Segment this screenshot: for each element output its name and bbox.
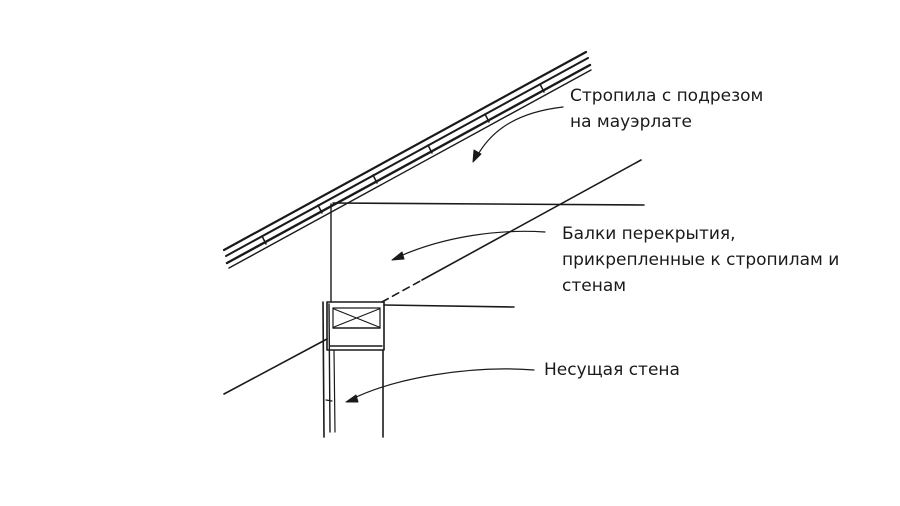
arrowhead-wall (345, 394, 359, 403)
label-rafters: Стропила с подрезом на мауэрлате (570, 83, 763, 135)
label-bearing-wall: Несущая стена (544, 357, 680, 383)
arrowhead-rafters (472, 149, 482, 163)
leader-wall (351, 368, 535, 400)
bearing-wall (322, 301, 384, 438)
label-rafters-line1: Стропила с подрезом (570, 86, 764, 106)
leader-joists (397, 230, 546, 258)
label-rafters-line2: на мауэрлате (570, 112, 693, 132)
label-joists-line3: стенам (562, 276, 627, 296)
ceiling-line (332, 202, 645, 206)
label-joists-line2: прикрепленные к стропилам и (562, 250, 840, 270)
label-joists: Балки перекрытия, прикрепленные к стропи… (562, 221, 839, 299)
joist-hidden-line (381, 279, 423, 303)
rafter (222, 50, 592, 269)
label-wall-line1: Несущая стена (544, 360, 680, 380)
label-joists-line1: Балки перекрытия, (562, 224, 736, 244)
leader-rafters (475, 106, 564, 159)
top-plate-box (326, 301, 385, 351)
arrowhead-joists (391, 251, 405, 261)
joist-sloped-line (421, 159, 642, 281)
lower-sloped-line (223, 338, 328, 395)
floor-line (383, 304, 515, 308)
